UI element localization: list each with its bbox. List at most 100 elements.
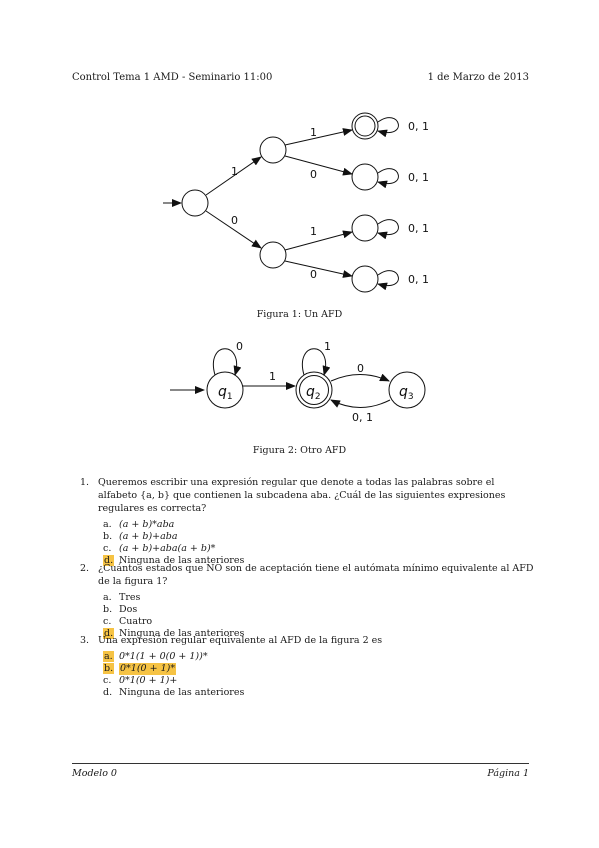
fig2-label-loop-q2: 1: [324, 340, 331, 353]
option-c: c.0*1(0 + 1)+: [103, 675, 535, 687]
answer-highlight: d.: [103, 628, 115, 639]
fig1-loop-1: [377, 117, 399, 138]
fig1-label-bottom: 0: [231, 214, 238, 227]
answer-highlight: a.: [103, 651, 114, 662]
option-d: d. Ninguna de las anteriores: [103, 555, 535, 567]
option-letter: d.: [103, 628, 119, 640]
option-letter: d.: [103, 555, 119, 567]
fig1-edge-root-lower: [205, 210, 262, 249]
fig1-loop-label-1: 0, 1: [408, 120, 429, 133]
fig2-state-q1: [206, 371, 244, 409]
figure-2-caption: Figura 2: Otro AFD: [252, 445, 347, 456]
option-letter: c.: [103, 543, 112, 554]
fig1-label-top: 1: [231, 165, 238, 178]
fig1-state-lower: [259, 241, 287, 269]
option-c: c. Cuatro: [103, 616, 535, 628]
option-letter: b.: [103, 663, 119, 675]
option-letter: c.: [103, 675, 112, 686]
question-text: ¿Cuántos estados que NO son de aceptació…: [98, 563, 534, 587]
question-options: a. (a + b)*aba b. (a + b)+aba c. (a + b)+ab…: [103, 519, 535, 567]
fig2-state-q2: [295, 371, 333, 409]
fig1-edge-upper-uu: [284, 155, 353, 176]
fig2-edge-q3-q2: [330, 399, 391, 408]
option-text: (a + b)+aba: [119, 531, 178, 542]
fig1-state-root: [181, 189, 209, 217]
fig1-loop-label-2: 0, 1: [408, 171, 429, 184]
fig1-state-accept: [351, 112, 379, 140]
option-text: Ninguna de las anteriores: [119, 687, 245, 698]
option-text: Dos: [119, 604, 138, 615]
question-options: a. 0*1(1 + 0(0 + 1))* b. 0*1(0 + 1)* c.0*1…: [103, 651, 535, 699]
fig2-loop-q2: [301, 348, 331, 376]
page-footer: Modelo 0 Página 1: [72, 768, 529, 779]
fig1-loop-2: [377, 168, 399, 189]
option-letter: b.: [103, 531, 113, 542]
question-text: Una expresión regular equivalente al AFD…: [98, 635, 383, 646]
footer-model: Modelo 0: [72, 768, 117, 779]
fig1-label-lower-down: 0: [310, 268, 317, 281]
fig1-loop-label-3: 0, 1: [408, 222, 429, 235]
question-number: 3.: [80, 635, 90, 646]
footer-divider: [72, 763, 529, 764]
figure-1-automaton: 1 0 1 0 1 0 0, 1 0, 1 0, 1 0, 1: [163, 112, 429, 293]
fig1-label-upper-down: 0: [310, 168, 317, 181]
option-letter: c.: [103, 616, 112, 627]
fig2-q1-label: q1: [218, 384, 233, 402]
option-a: a. Tres: [103, 592, 535, 604]
question-text: Queremos escribir una expresión regular …: [98, 477, 506, 514]
option-text: (a + b)+aba(a + b)*: [119, 543, 216, 554]
fig1-label-upper-up: 1: [310, 126, 317, 139]
footer-page: Página 1: [487, 768, 529, 779]
fig2-q2-label: q2: [306, 384, 321, 402]
fig2-label-q1-q2: 1: [269, 370, 276, 383]
option-text: Cuatro: [119, 616, 153, 627]
fig1-edge-upper-accept: [284, 128, 353, 146]
figure-2-automaton: q1 q2 q3 0 1 1 0 0, 1: [170, 340, 426, 424]
option-a: a. 0*1(1 + 0(0 + 1))*: [103, 651, 535, 663]
option-letter: a.: [103, 651, 119, 663]
option-text: Ninguna de las anteriores: [119, 628, 245, 639]
fig1-loop-label-4: 0, 1: [408, 273, 429, 286]
fig2-state-q2-inner: [299, 375, 329, 405]
fig1-state-ld: [351, 265, 379, 293]
fig2-label-q2-q3: 0: [357, 362, 364, 375]
option-letter: b.: [103, 604, 113, 615]
option-a: a. (a + b)*aba: [103, 519, 535, 531]
fig2-label-loop-q1: 0: [236, 340, 243, 353]
fig1-edge-lower-ld: [284, 260, 353, 278]
fig1-label-lower-up: 1: [310, 225, 317, 238]
option-text: 0*1(1 + 0(0 + 1))*: [119, 651, 208, 662]
option-letter: a.: [103, 519, 112, 530]
figure-1-caption: Figura 1: Un AFD: [256, 309, 343, 320]
option-text: Tres: [119, 592, 141, 603]
option-b: b. 0*1(0 + 1)*: [103, 663, 535, 675]
option-text: Ninguna de las anteriores: [119, 555, 245, 566]
option-letter: a.: [103, 592, 112, 603]
option-text: (a + b)*aba: [119, 519, 175, 530]
question-options: a. Tres b. Dos c. Cuatro d. Ninguna de las a…: [103, 592, 535, 640]
fig2-state-q3: [388, 371, 426, 409]
question-2: 2. ¿Cuántos estados que NO son de acepta…: [80, 562, 535, 640]
fig2-label-q3-q2: 0, 1: [352, 411, 373, 424]
question-3: 3. Una expresión regular equivalente al …: [80, 634, 535, 699]
answer-highlight: d.: [103, 555, 115, 566]
fig1-loop-4: [377, 270, 399, 291]
question-number: 2.: [80, 563, 90, 574]
fig2-loop-q1: [212, 348, 242, 376]
option-d: d. Ninguna de las anteriores: [103, 687, 535, 699]
fig1-loop-3: [377, 219, 399, 240]
option-b: b. (a + b)+aba: [103, 531, 535, 543]
fig1-state-upper: [259, 136, 287, 164]
option-b: b. Dos: [103, 604, 535, 616]
option-text-highlighted: 0*1(0 + 1)*: [119, 663, 177, 675]
answer-highlight: b.: [103, 663, 115, 674]
option-c: c. (a + b)+aba(a + b)*: [103, 543, 535, 555]
question-1: 1. Queremos escribir una expresión regul…: [80, 476, 535, 567]
fig2-q3-label: q3: [399, 384, 414, 402]
fig1-edge-lower-ll: [284, 230, 353, 251]
header-course: Control Tema 1 AMD - Seminario 11:00: [72, 72, 273, 83]
fig2-edge-q2-q3: [330, 373, 390, 382]
option-letter: d.: [103, 687, 113, 698]
fig1-state-ll: [351, 214, 379, 242]
header-date: 1 de Marzo de 2013: [427, 72, 529, 83]
